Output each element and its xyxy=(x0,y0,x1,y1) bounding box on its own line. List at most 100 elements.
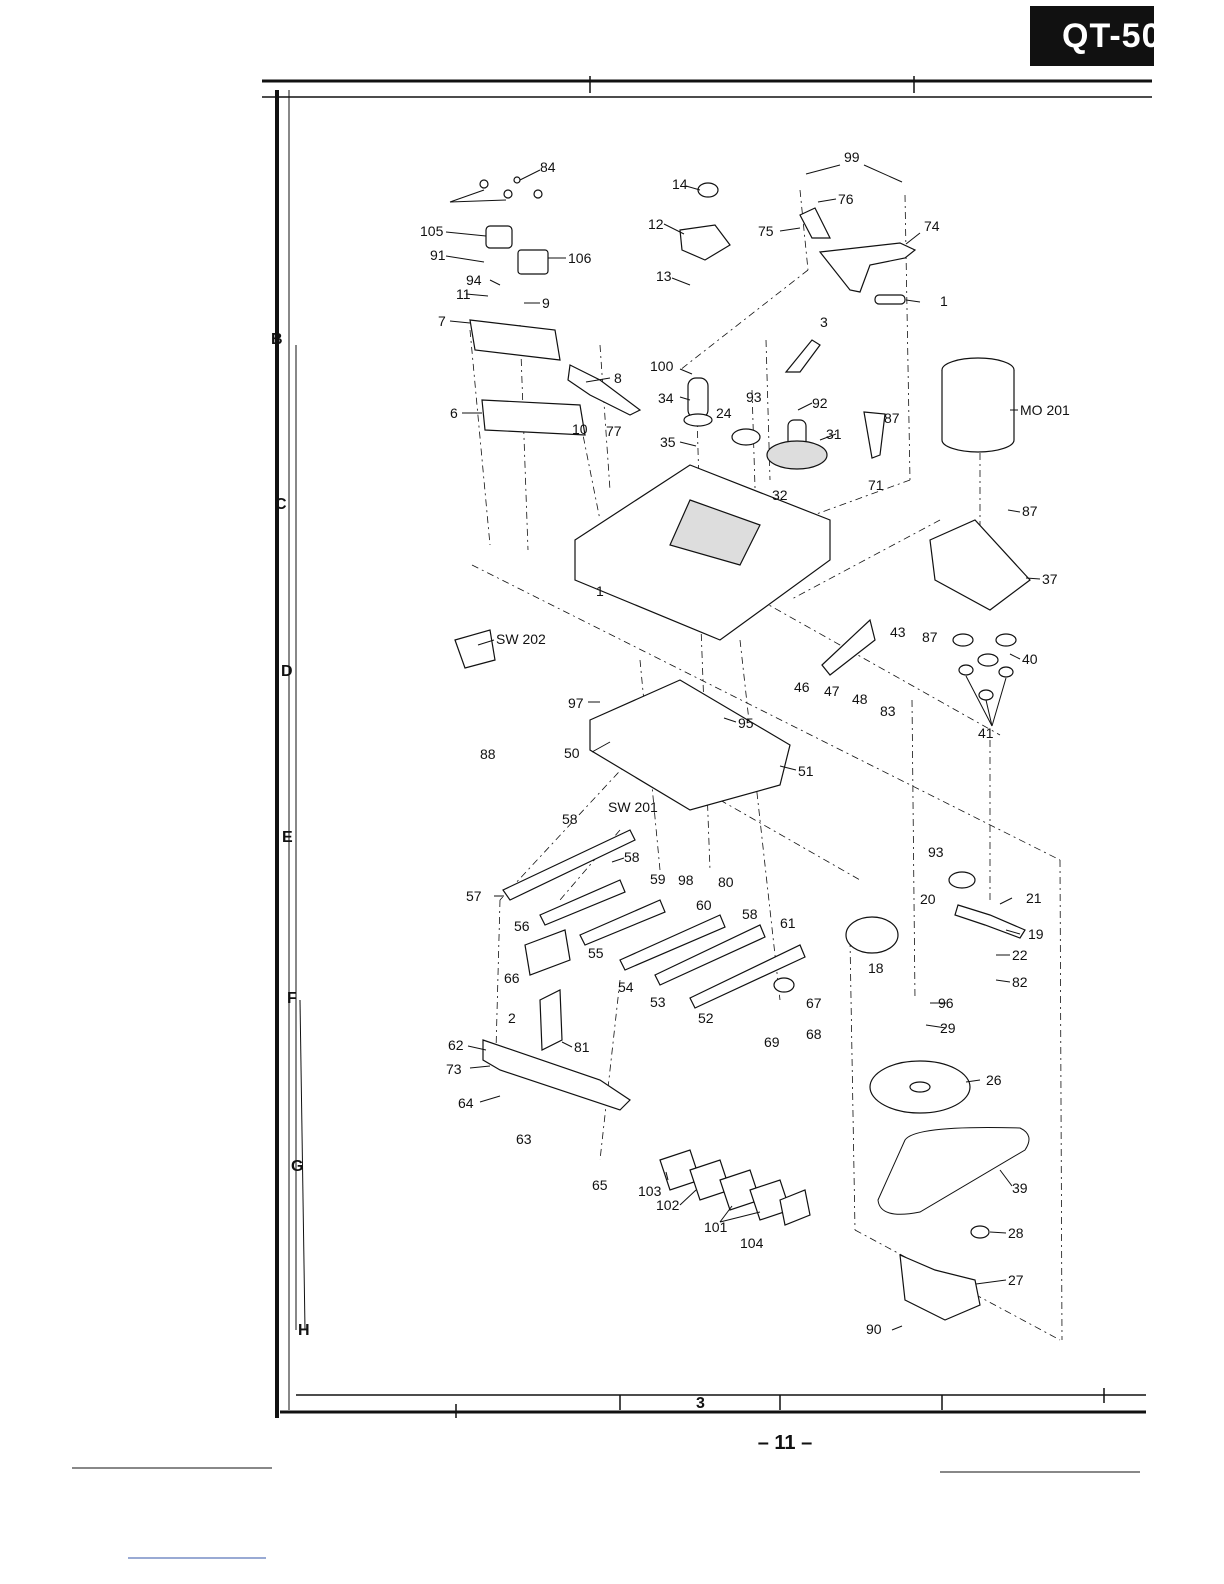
part-label-98: 98 xyxy=(678,872,694,888)
head-bracket-7 xyxy=(469,319,561,361)
part-label-77: 77 xyxy=(606,423,622,439)
grid-row-labels: B C D E F G H 3 xyxy=(271,331,705,1412)
part-label-10: 10 xyxy=(572,421,588,437)
part-shapes xyxy=(454,176,1031,1321)
part-label-47: 47 xyxy=(824,683,840,699)
part-label-mo201: MO 201 xyxy=(1020,402,1070,418)
part-label-53: 53 xyxy=(650,994,666,1010)
grid-row-f: F xyxy=(287,990,297,1007)
part-label-51: 51 xyxy=(798,763,814,779)
part-label-7: 7 xyxy=(438,313,446,329)
part-label-99: 99 xyxy=(844,149,860,165)
part-label-58: 58 xyxy=(562,811,578,827)
part-label-82: 82 xyxy=(1012,974,1028,990)
part-label-56: 56 xyxy=(514,918,530,934)
part-label-18: 18 xyxy=(868,960,884,976)
grid-row-g: G xyxy=(291,1158,303,1175)
part-label-2: 2 xyxy=(508,1010,516,1026)
part-label-35: 35 xyxy=(660,434,676,450)
part-label-58: 58 xyxy=(742,906,758,922)
part-label-59: 59 xyxy=(650,871,666,887)
grid-row-b: B xyxy=(271,331,283,348)
part-label-83: 83 xyxy=(880,703,896,719)
part-label-90: 90 xyxy=(866,1321,882,1337)
grid-row-e: E xyxy=(282,829,293,846)
part-label-31: 31 xyxy=(826,426,842,442)
part-label-1: 1 xyxy=(940,293,948,309)
part-label-67: 67 xyxy=(806,995,822,1011)
part-label-104: 104 xyxy=(740,1235,764,1251)
part-label-80: 80 xyxy=(718,874,734,890)
part-label-100: 100 xyxy=(650,358,674,374)
part-label-32: 32 xyxy=(772,487,788,503)
part-label-26: 26 xyxy=(986,1072,1002,1088)
part-label-48: 48 xyxy=(852,691,868,707)
part-label-37: 37 xyxy=(1042,571,1058,587)
head-plate-6 xyxy=(481,399,586,436)
part-label-3: 3 xyxy=(820,314,828,330)
part-label-46: 46 xyxy=(794,679,810,695)
part-label-52: 52 xyxy=(698,1010,714,1026)
drawing-frame xyxy=(72,76,1152,1559)
part-labels: 1 1 2 3 6 7 8 9 10 11 12 13 14 18 19 20 … xyxy=(420,149,1070,1337)
part-label-43: 43 xyxy=(890,624,906,640)
part-label-sw201: SW 201 xyxy=(608,799,658,815)
part-label-9: 9 xyxy=(542,295,550,311)
part-label-28: 28 xyxy=(1008,1225,1024,1241)
part-label-94: 94 xyxy=(466,272,482,288)
part-label-95: 95 xyxy=(738,715,754,731)
part-label-81: 81 xyxy=(574,1039,590,1055)
part-label-58: 58 xyxy=(624,849,640,865)
part-label-57: 57 xyxy=(466,888,482,904)
model-badge: QT-50 xyxy=(1030,6,1154,66)
part-label-87: 87 xyxy=(922,629,938,645)
grid-row-d: D xyxy=(281,663,293,680)
part-label-101: 101 xyxy=(704,1219,728,1235)
part-label-24: 24 xyxy=(716,405,732,421)
part-label-sw202: SW 202 xyxy=(496,631,546,647)
part-label-87: 87 xyxy=(1022,503,1038,519)
part-label-55: 55 xyxy=(588,945,604,961)
leader-lines xyxy=(445,164,1041,1331)
part-label-76: 76 xyxy=(838,191,854,207)
part-label-29: 29 xyxy=(940,1020,956,1036)
part-label-97: 97 xyxy=(568,695,584,711)
part-label-91: 91 xyxy=(430,247,446,263)
part-label-71: 71 xyxy=(868,477,884,493)
part-label-62: 62 xyxy=(448,1037,464,1053)
part-label-22: 22 xyxy=(1012,947,1028,963)
part-label-14: 14 xyxy=(672,176,688,192)
part-label-88: 88 xyxy=(480,746,496,762)
part-label-11: 11 xyxy=(456,286,471,302)
part-label-92: 92 xyxy=(812,395,828,411)
part-label-63: 63 xyxy=(516,1131,532,1147)
part-label-41: 41 xyxy=(978,725,994,741)
part-label-106: 106 xyxy=(568,250,592,266)
grid-row-h: H xyxy=(298,1322,310,1339)
part-label-8: 8 xyxy=(614,370,622,386)
push-buttons xyxy=(659,1149,811,1226)
part-label-68: 68 xyxy=(806,1026,822,1042)
part-label-75: 75 xyxy=(758,223,774,239)
part-label-73: 73 xyxy=(446,1061,462,1077)
part-label-12: 12 xyxy=(648,216,664,232)
part-label-40: 40 xyxy=(1022,651,1038,667)
part-label-27: 27 xyxy=(1008,1272,1024,1288)
part-label-74: 74 xyxy=(924,218,940,234)
part-label-1: 1 xyxy=(596,583,604,599)
part-label-93: 93 xyxy=(746,389,762,405)
part-label-96: 96 xyxy=(938,995,954,1011)
part-label-69: 69 xyxy=(764,1034,780,1050)
part-label-19: 19 xyxy=(1028,926,1044,942)
part-label-64: 64 xyxy=(458,1095,474,1111)
part-label-103: 103 xyxy=(638,1183,662,1199)
part-label-93: 93 xyxy=(928,844,944,860)
part-label-54: 54 xyxy=(618,979,634,995)
part-label-105: 105 xyxy=(420,223,444,239)
grid-column-3: 3 xyxy=(696,1395,705,1412)
part-label-50: 50 xyxy=(564,745,580,761)
sub-chassis xyxy=(589,679,791,811)
part-label-102: 102 xyxy=(656,1197,680,1213)
part-label-34: 34 xyxy=(658,390,674,406)
